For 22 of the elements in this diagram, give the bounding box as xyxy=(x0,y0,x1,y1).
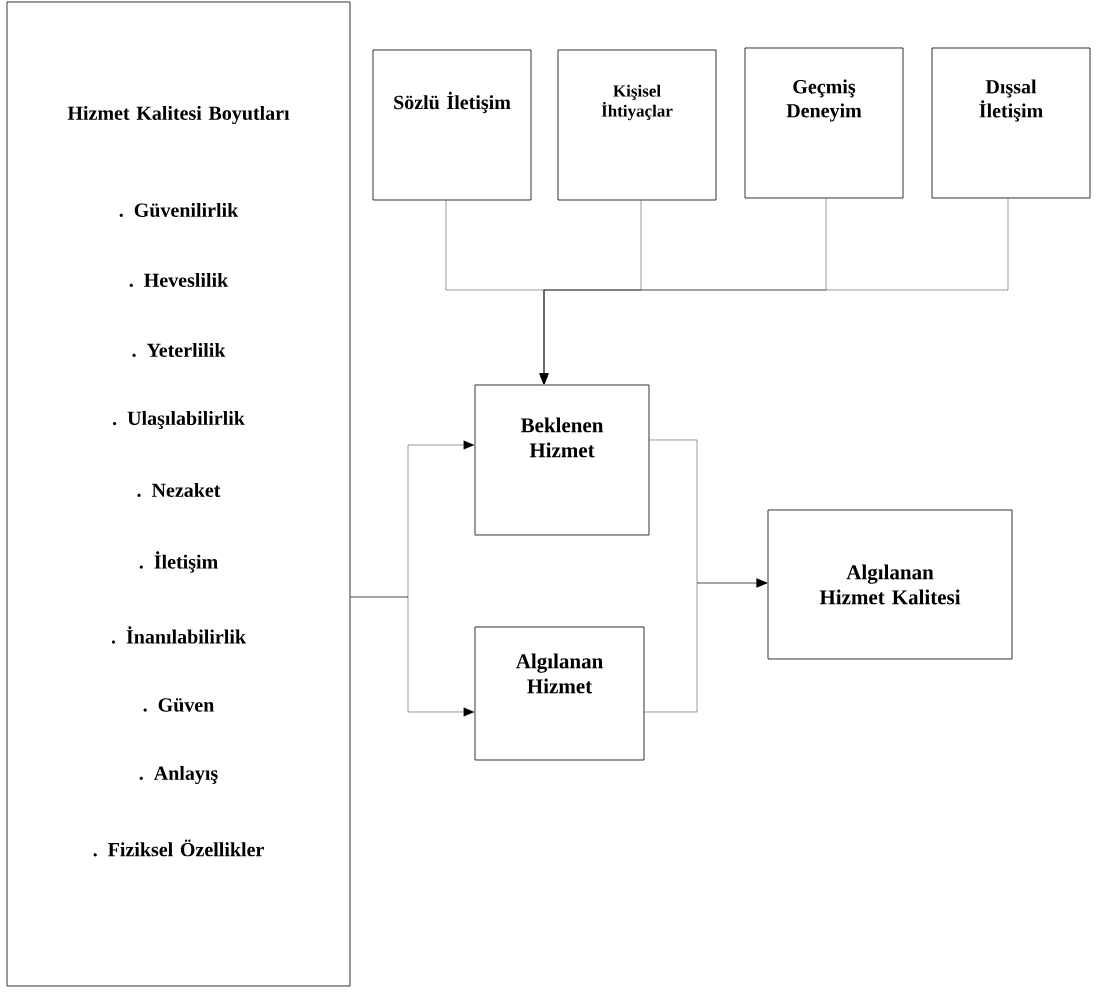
list-item: . Güven xyxy=(143,698,214,712)
list-item: . Anlayış xyxy=(139,765,218,785)
process-box: Beklenen Hizmet xyxy=(474,384,650,536)
list-item: . İnanılabilirlik xyxy=(111,626,246,644)
list-item: . Yeterlilik xyxy=(132,342,226,358)
list-item: . Nezaket xyxy=(137,482,221,498)
process-box: Kişisel İhtiyaçlar xyxy=(557,49,717,201)
list-item: . Fiziksel Özellikler xyxy=(93,839,264,857)
heading: Hizmet Kalitesi Boyutları xyxy=(67,105,290,125)
process-box: Algılanan Hizmet xyxy=(474,626,645,761)
arrow xyxy=(644,578,768,713)
list-item: . Heveslilik xyxy=(129,272,229,288)
process-box: Sözlü İletişim xyxy=(372,49,532,201)
arrow xyxy=(350,596,475,717)
list-item: . İletişim xyxy=(139,551,218,573)
list-item: . Güvenilirlik xyxy=(119,202,239,218)
process-box: Geçmiş Deneyim xyxy=(744,47,904,199)
process-box: Algılanan Hizmet Kalitesi xyxy=(767,509,1013,660)
arrow xyxy=(539,198,1009,385)
dimensions-box xyxy=(6,1,351,987)
list-item: . Ulaşılabilirlik xyxy=(113,411,245,429)
process-box: Dışsal İletişim xyxy=(931,47,1091,199)
